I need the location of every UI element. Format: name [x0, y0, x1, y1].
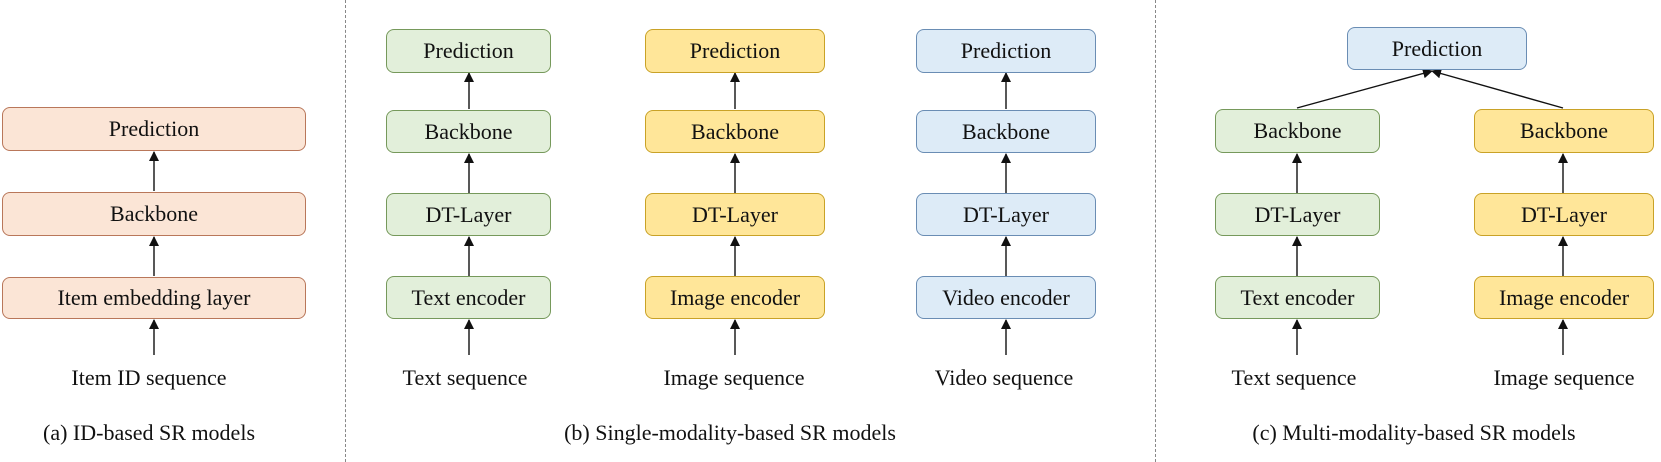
input-label: Video sequence — [934, 365, 1074, 390]
image-encoder-box: Image encoder — [1474, 276, 1654, 319]
panel-caption: (a) ID-based SR models — [42, 420, 256, 445]
image-encoder-box: Image encoder — [645, 276, 825, 319]
dt-layer-box: DT-Layer — [916, 193, 1096, 236]
prediction-box: Prediction — [386, 29, 551, 73]
panel-divider — [345, 0, 346, 462]
backbone-box: Backbone — [1215, 109, 1380, 153]
input-label: Text sequence — [1231, 365, 1357, 390]
dt-layer-box: DT-Layer — [645, 193, 825, 236]
input-label: Text sequence — [402, 365, 528, 390]
backbone-box: Backbone — [1474, 109, 1654, 153]
text-encoder-box: Text encoder — [386, 276, 551, 319]
input-label: Image sequence — [663, 365, 805, 390]
panel-divider — [1155, 0, 1156, 462]
backbone-box: Backbone — [2, 192, 306, 236]
panel-caption: (b) Single-modality-based SR models — [564, 420, 896, 445]
backbone-box: Backbone — [645, 110, 825, 153]
dt-layer-box: DT-Layer — [386, 193, 551, 236]
prediction-box: Prediction — [1347, 27, 1527, 70]
dt-layer-box: DT-Layer — [1474, 193, 1654, 236]
input-label: Image sequence — [1493, 365, 1635, 390]
backbone-box: Backbone — [916, 110, 1096, 153]
prediction-box: Prediction — [916, 29, 1096, 73]
input-label: Item ID sequence — [71, 365, 227, 390]
prediction-box: Prediction — [645, 29, 825, 73]
panel-caption: (c) Multi-modality-based SR models — [1252, 420, 1576, 445]
dt-layer-box: DT-Layer — [1215, 193, 1380, 236]
prediction-box: Prediction — [2, 107, 306, 151]
backbone-box: Backbone — [386, 110, 551, 153]
text-encoder-box: Text encoder — [1215, 276, 1380, 319]
video-encoder-box: Video encoder — [916, 276, 1096, 319]
arrow — [1296, 68, 1433, 109]
arrow — [1431, 68, 1564, 109]
item-embedding-layer-box: Item embedding layer — [2, 277, 306, 319]
